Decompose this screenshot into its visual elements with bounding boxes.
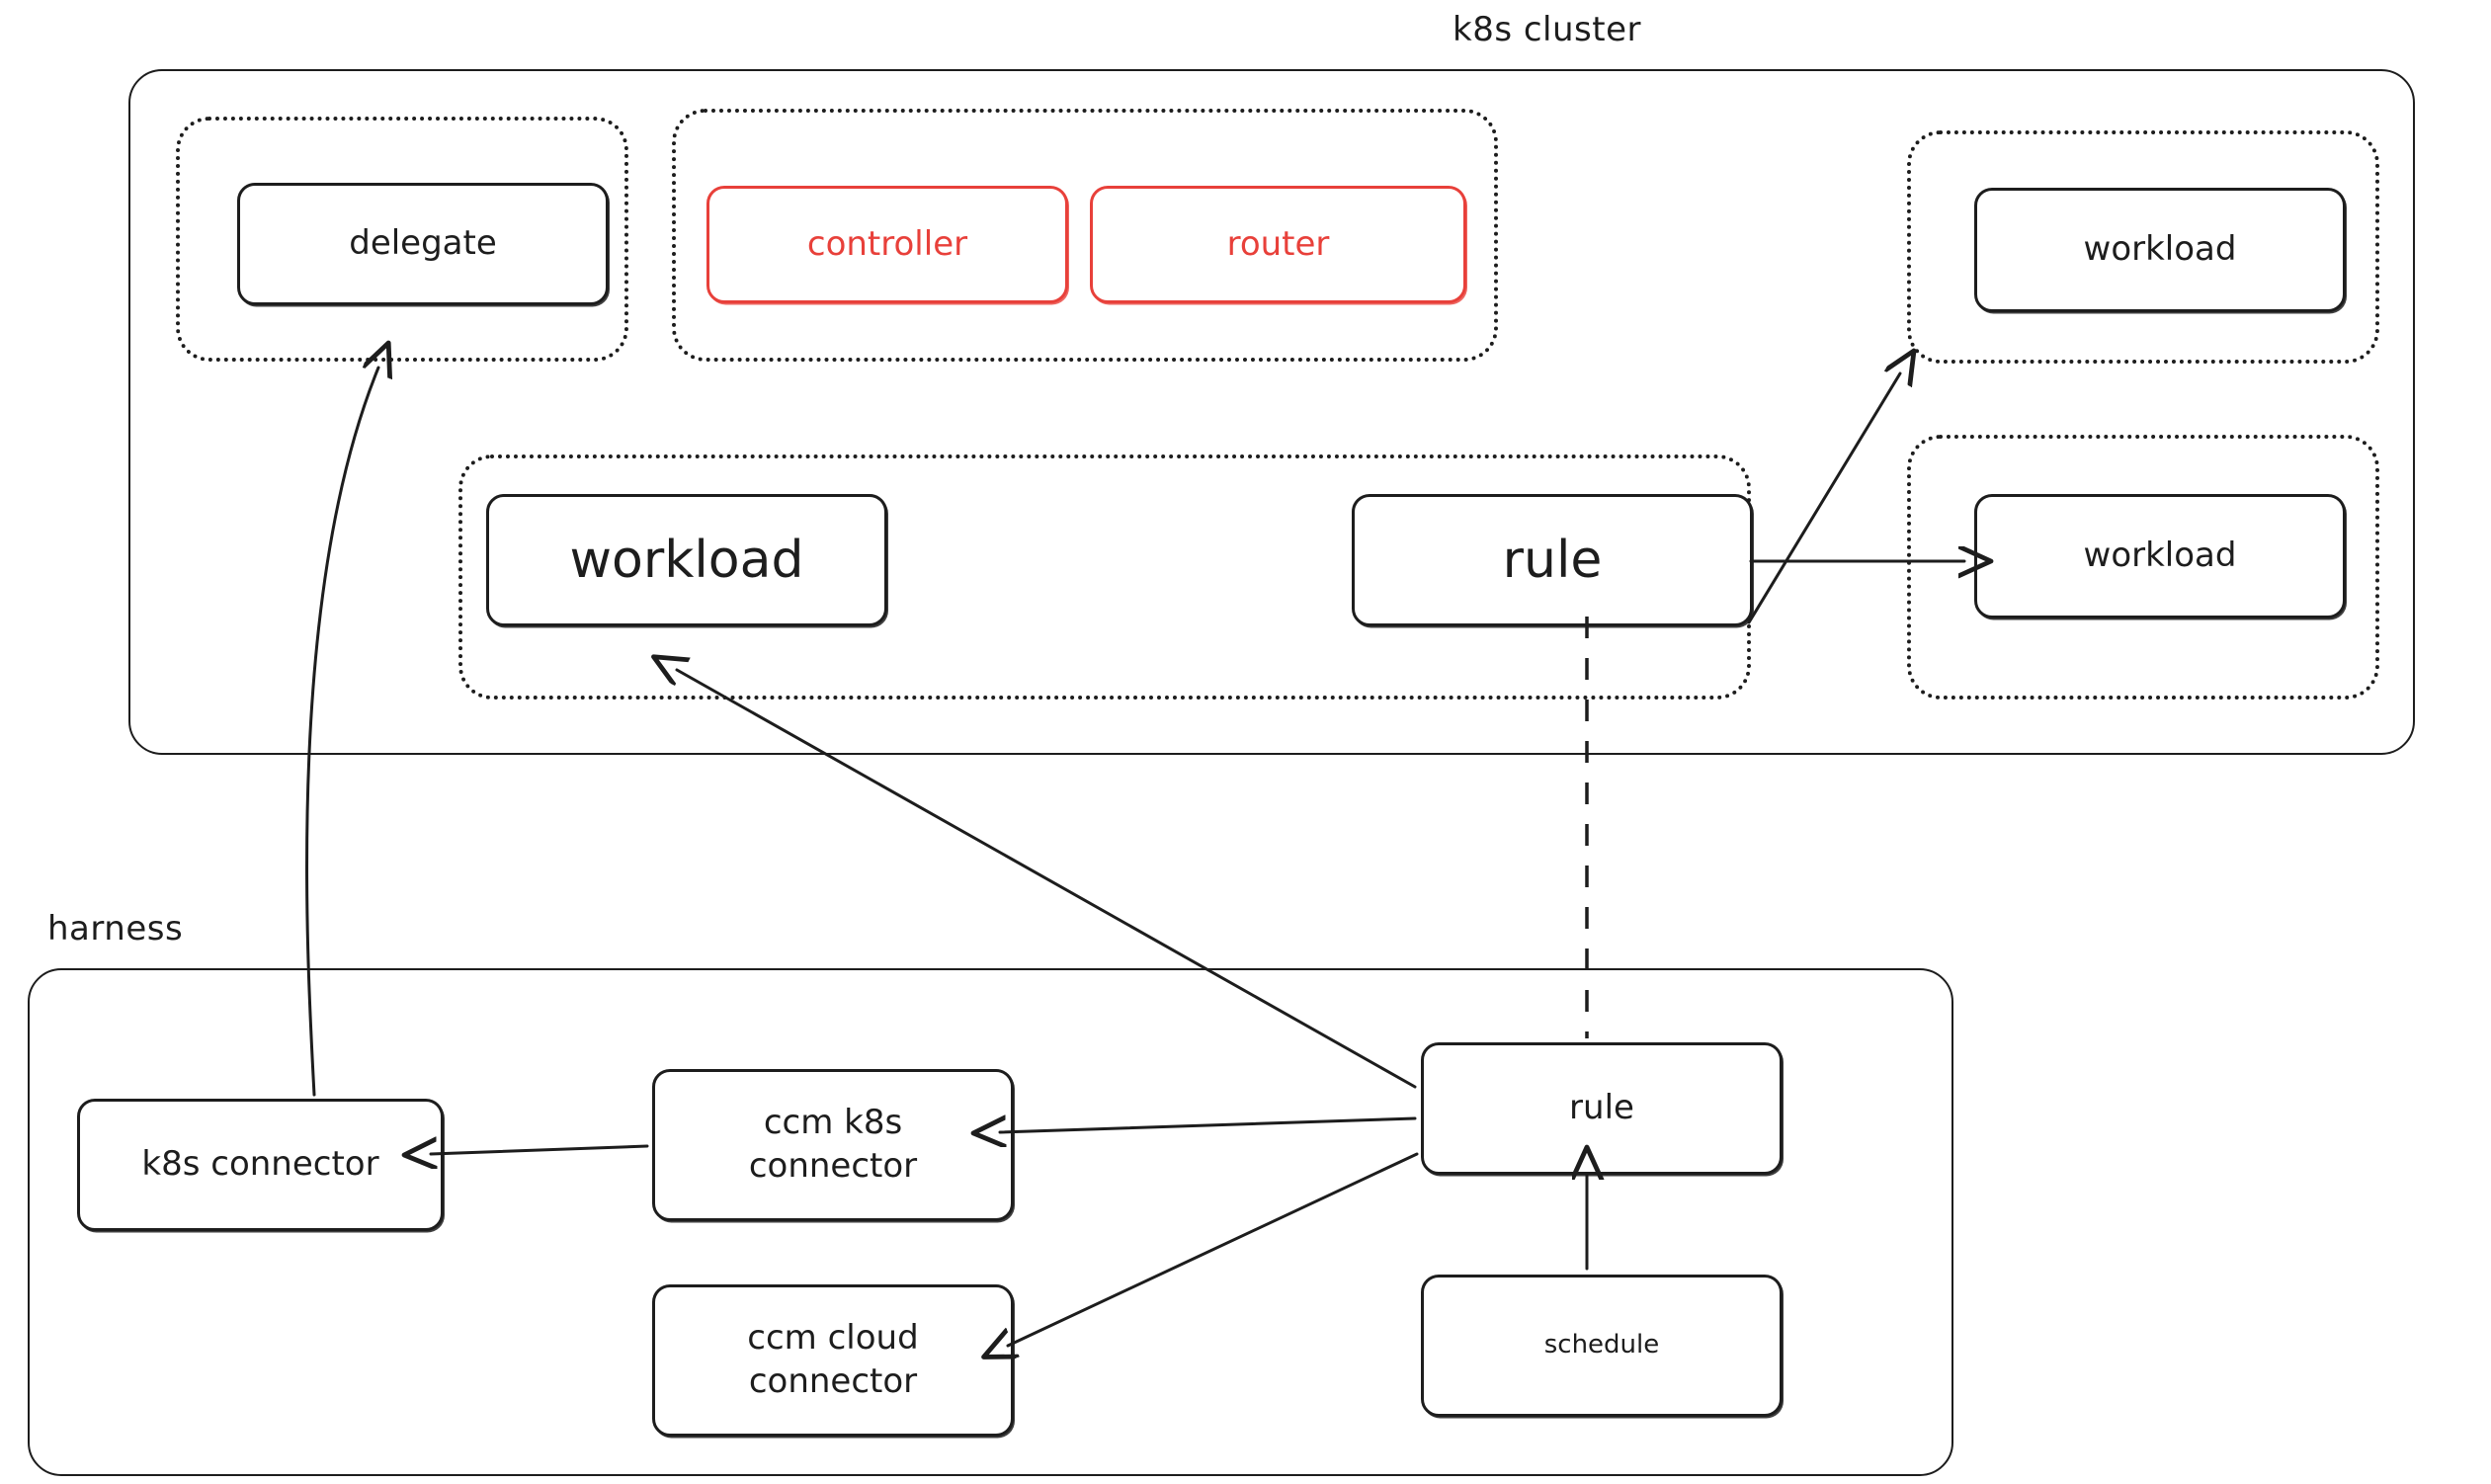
node-ccm-k8s-connector-label-line1: ccm k8s [763,1103,903,1143]
node-delegate[interactable]: delegate [237,183,609,305]
node-k8s-connector-label: k8s connector [141,1144,379,1185]
workload-group-bottom-right [1907,435,2379,700]
node-schedule-label: schedule [1543,1330,1660,1360]
node-k8s-connector[interactable]: k8s connector [77,1099,444,1231]
node-ccm-cloud-connector-label-line2: connector [748,1361,918,1401]
node-ccm-k8s-connector-label-line2: connector [748,1146,918,1186]
node-harness-rule[interactable]: rule [1421,1042,1783,1175]
node-router-label: router [1226,223,1330,264]
node-workload-bottom-right[interactable]: workload [1974,494,2346,618]
node-harness-rule-label: rule [1569,1088,1634,1128]
node-workload-bottom-right-label: workload [2083,536,2237,576]
node-cluster-rule-label: rule [1502,530,1603,590]
node-ccm-k8s-connector[interactable]: ccm k8s connector [652,1069,1014,1221]
delegate-group [176,117,628,362]
node-ccm-cloud-connector-label-line1: ccm cloud [747,1318,919,1359]
node-router[interactable]: router [1090,186,1466,303]
workload-group-top-right [1907,130,2379,364]
node-controller-label: controller [806,223,968,264]
node-workload-main[interactable]: workload [486,494,887,626]
control-plane-group [672,109,1498,362]
harness-title: harness [47,909,184,948]
node-workload-top-right-label: workload [2083,229,2237,270]
node-delegate-label: delegate [349,223,497,264]
node-schedule[interactable]: schedule [1421,1275,1783,1417]
k8s-cluster-title: k8s cluster [1453,10,1641,49]
node-cluster-rule[interactable]: rule [1352,494,1753,626]
node-workload-main-label: workload [569,530,804,590]
node-ccm-cloud-connector[interactable]: ccm cloud connector [652,1284,1014,1437]
node-controller[interactable]: controller [706,186,1068,303]
node-workload-top-right[interactable]: workload [1974,188,2346,312]
